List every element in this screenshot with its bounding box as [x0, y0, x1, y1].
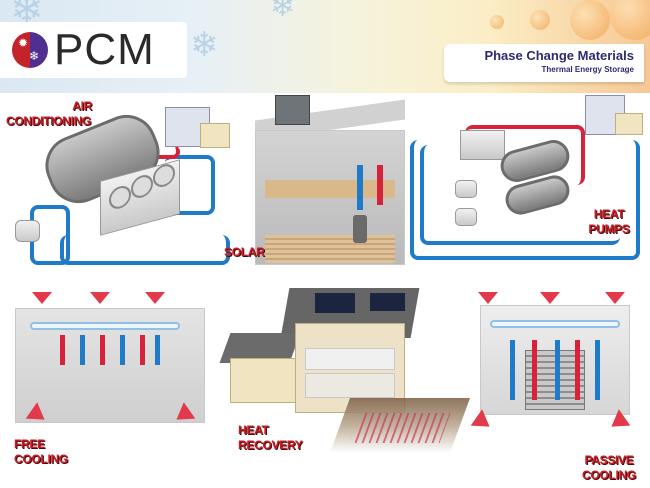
hot-pipe: [140, 145, 180, 159]
title-box: Phase Change Materials Thermal Energy St…: [444, 44, 644, 82]
house: [615, 113, 643, 135]
floor: [265, 180, 395, 198]
down-arrow-icon: [32, 292, 52, 304]
house-wall: [230, 358, 300, 403]
room-upper: [305, 348, 395, 370]
heat-pumps-diagram: [405, 95, 650, 265]
label-air-conditioning-line2: CONDITIONING: [6, 114, 92, 128]
label-line: FREE: [14, 437, 45, 451]
label-line: RECOVERY: [238, 438, 303, 452]
label-line: PASSIVE: [584, 453, 634, 467]
down-arrow-icon: [80, 335, 85, 365]
label-line: AIR: [72, 99, 92, 113]
free-cooling-diagram: [10, 290, 215, 440]
up-arrow-icon: [100, 335, 105, 365]
snowflake-icon: ❄: [29, 49, 40, 63]
fan-icon: [109, 183, 131, 212]
passive-cooling-diagram: [470, 290, 640, 440]
down-arrow-icon: [478, 292, 498, 304]
up-arrow-icon: [575, 340, 580, 400]
down-arrow-icon: [120, 335, 125, 365]
down-arrow-icon: [605, 292, 625, 304]
page-subtitle: Thermal Energy Storage: [541, 65, 634, 74]
solar-diagram: [245, 75, 410, 270]
down-arrow-icon: [555, 340, 560, 400]
snowflake-icon: ❄: [190, 26, 219, 64]
storage-tank: [353, 215, 367, 243]
house: [200, 123, 230, 148]
fan-icon: [153, 161, 175, 190]
logo-text: PCM: [54, 25, 155, 74]
sun-icon: ✹: [18, 36, 29, 50]
down-arrow-icon: [540, 292, 560, 304]
solar-panel: [370, 293, 405, 311]
header-banner: ❄ ❄ ❄ ✹ ❄ PCM Phase Change Materials The…: [0, 0, 650, 93]
pump: [455, 208, 477, 226]
ground-heat-exchanger: [349, 413, 451, 443]
label-line: HEAT: [593, 207, 625, 221]
up-arrow-icon: [140, 335, 145, 365]
solar-collector: [275, 95, 310, 125]
label-line: COOLING: [582, 468, 636, 482]
label-heat-recovery: HEAT RECOVERY: [238, 423, 303, 453]
bubble-decoration: [610, 0, 650, 40]
label-passive-cooling: PASSIVE COOLING: [582, 453, 636, 483]
label-solar: SOLAR: [224, 245, 265, 259]
cold-pipe: [165, 155, 215, 215]
floor-heating: [265, 235, 395, 263]
air-conditioning-diagram: [0, 95, 240, 270]
down-arrow-icon: [145, 292, 165, 304]
down-arrow-icon: [377, 165, 383, 205]
pcm-ceiling-panel: [490, 320, 620, 328]
room-lower: [305, 373, 395, 398]
yin-yang-sun-snowflake-icon: ✹ ❄: [12, 32, 48, 68]
solar-panel: [315, 293, 355, 313]
label-air-conditioning: AIR: [12, 99, 92, 114]
cold-pipe: [410, 140, 640, 260]
pump: [455, 180, 477, 198]
bubble-decoration: [570, 0, 610, 40]
label-heat-pumps: HEAT PUMPS: [587, 207, 631, 237]
pump: [15, 220, 40, 242]
down-arrow-icon: [155, 335, 160, 365]
fan-icon: [131, 172, 153, 201]
up-arrow-icon: [60, 335, 65, 365]
cold-pipe: [420, 145, 620, 245]
logo: ✹ ❄ PCM: [0, 22, 187, 78]
bubble-decoration: [530, 10, 550, 30]
label-free-cooling: FREE COOLING: [14, 437, 68, 467]
up-arrow-icon: [532, 340, 537, 400]
heat-recovery-diagram: [219, 283, 471, 478]
label-line: PUMPS: [588, 222, 630, 236]
label-line: HEAT: [238, 423, 269, 437]
cold-pipe: [60, 235, 230, 265]
down-arrow-icon: [510, 340, 515, 400]
bubble-decoration: [490, 15, 504, 29]
hot-pipe: [465, 125, 585, 185]
pcm-ceiling-panel: [30, 322, 180, 330]
up-arrow-icon: [357, 165, 363, 210]
snowflake-icon: ❄: [270, 0, 296, 23]
page-title: Phase Change Materials: [484, 48, 634, 63]
cooling-unit: [460, 130, 505, 160]
down-arrow-icon: [90, 292, 110, 304]
label-line: COOLING: [14, 452, 68, 466]
down-arrow-icon: [595, 340, 600, 400]
